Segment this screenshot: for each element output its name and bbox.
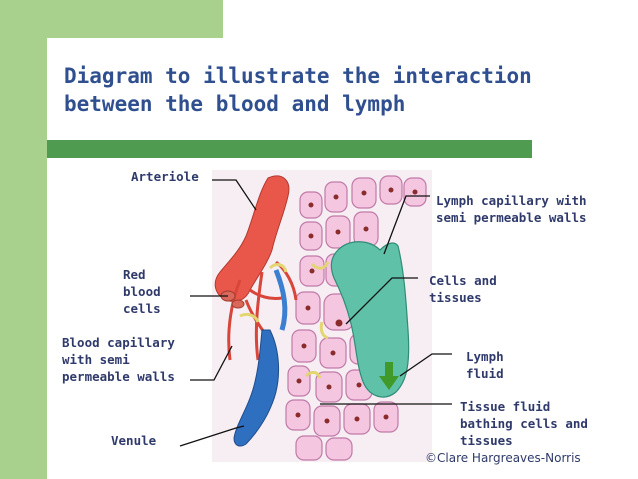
label-tissue-fluid: Tissue fluid bathing cells and tissues bbox=[460, 399, 588, 448]
lymph-fluid-leader bbox=[399, 353, 452, 377]
venule-upper bbox=[273, 269, 288, 331]
label-arteriole: Arteriole bbox=[131, 169, 199, 184]
lymph-fluid-arrow bbox=[379, 362, 399, 390]
label-blood-capillary: Blood capillary with semi permeable wall… bbox=[62, 335, 175, 384]
label-lymph-capillary: Lymph capillary with semi permeable wall… bbox=[436, 193, 587, 225]
tissue-cell bbox=[325, 437, 353, 461]
venule-leader bbox=[179, 425, 245, 447]
cell-nuclei bbox=[295, 187, 418, 424]
capillary-network bbox=[227, 260, 298, 361]
lymph-capillary-leader bbox=[383, 195, 430, 255]
page-title: Diagram to illustrate the interaction be… bbox=[64, 64, 532, 116]
copyright-credit: ©Clare Hargreaves-Norris bbox=[425, 451, 581, 465]
label-venule: Venule bbox=[111, 433, 157, 448]
cells-tissues-leader bbox=[345, 277, 418, 325]
label-red-blood-cells: Red blood cells bbox=[123, 267, 161, 316]
blood-capillary-leader bbox=[190, 345, 233, 381]
tissue-cell bbox=[295, 435, 323, 461]
leader-lines bbox=[179, 179, 452, 447]
arteriole-leader bbox=[212, 179, 257, 211]
tissue-fluid-arrows bbox=[239, 261, 330, 379]
label-lymph-fluid: Lymph fluid bbox=[466, 349, 504, 381]
label-cells-tissues: Cells and tissues bbox=[429, 273, 497, 305]
venule-vessel bbox=[233, 329, 280, 447]
accent-bar-left bbox=[0, 0, 47, 479]
title-rule bbox=[47, 140, 532, 158]
